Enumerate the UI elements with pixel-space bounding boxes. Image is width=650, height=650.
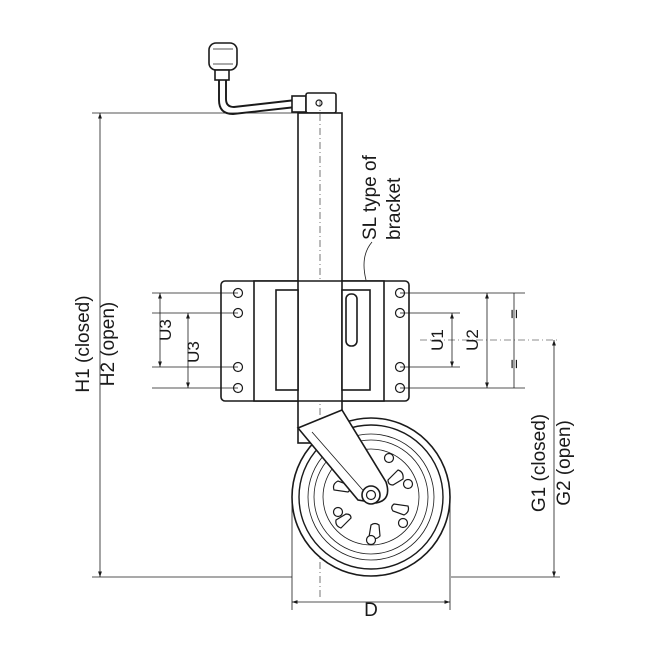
bracket-callout [363,241,373,281]
equal-mark-top: = [505,309,524,319]
dimension-d [291,497,451,610]
dimension-h [92,112,298,578]
label-u1: U1 [428,329,447,351]
label-bracket-line1: SL type of [360,154,381,240]
label-u3-top: U3 [156,319,175,341]
label-h2: H2 (open) [98,302,119,387]
wheel-fork [296,409,389,505]
equal-mark-bottom: = [505,359,524,369]
dimension-g [451,340,560,578]
label-g1: G1 (closed) [529,414,550,512]
label-h1: H1 (closed) [73,295,94,392]
sl-bracket [220,280,410,402]
label-d: D [364,600,378,621]
dimension-u [400,292,560,389]
crank-knob [208,42,238,71]
label-bracket-line2: bracket [384,177,405,240]
crank-handle [208,42,337,115]
dimension-u3 [152,292,238,389]
bracket-slot [345,293,358,347]
label-u2: U2 [463,329,482,351]
label-u3-bottom: U3 [184,341,203,363]
label-g2: G2 (open) [554,420,575,506]
